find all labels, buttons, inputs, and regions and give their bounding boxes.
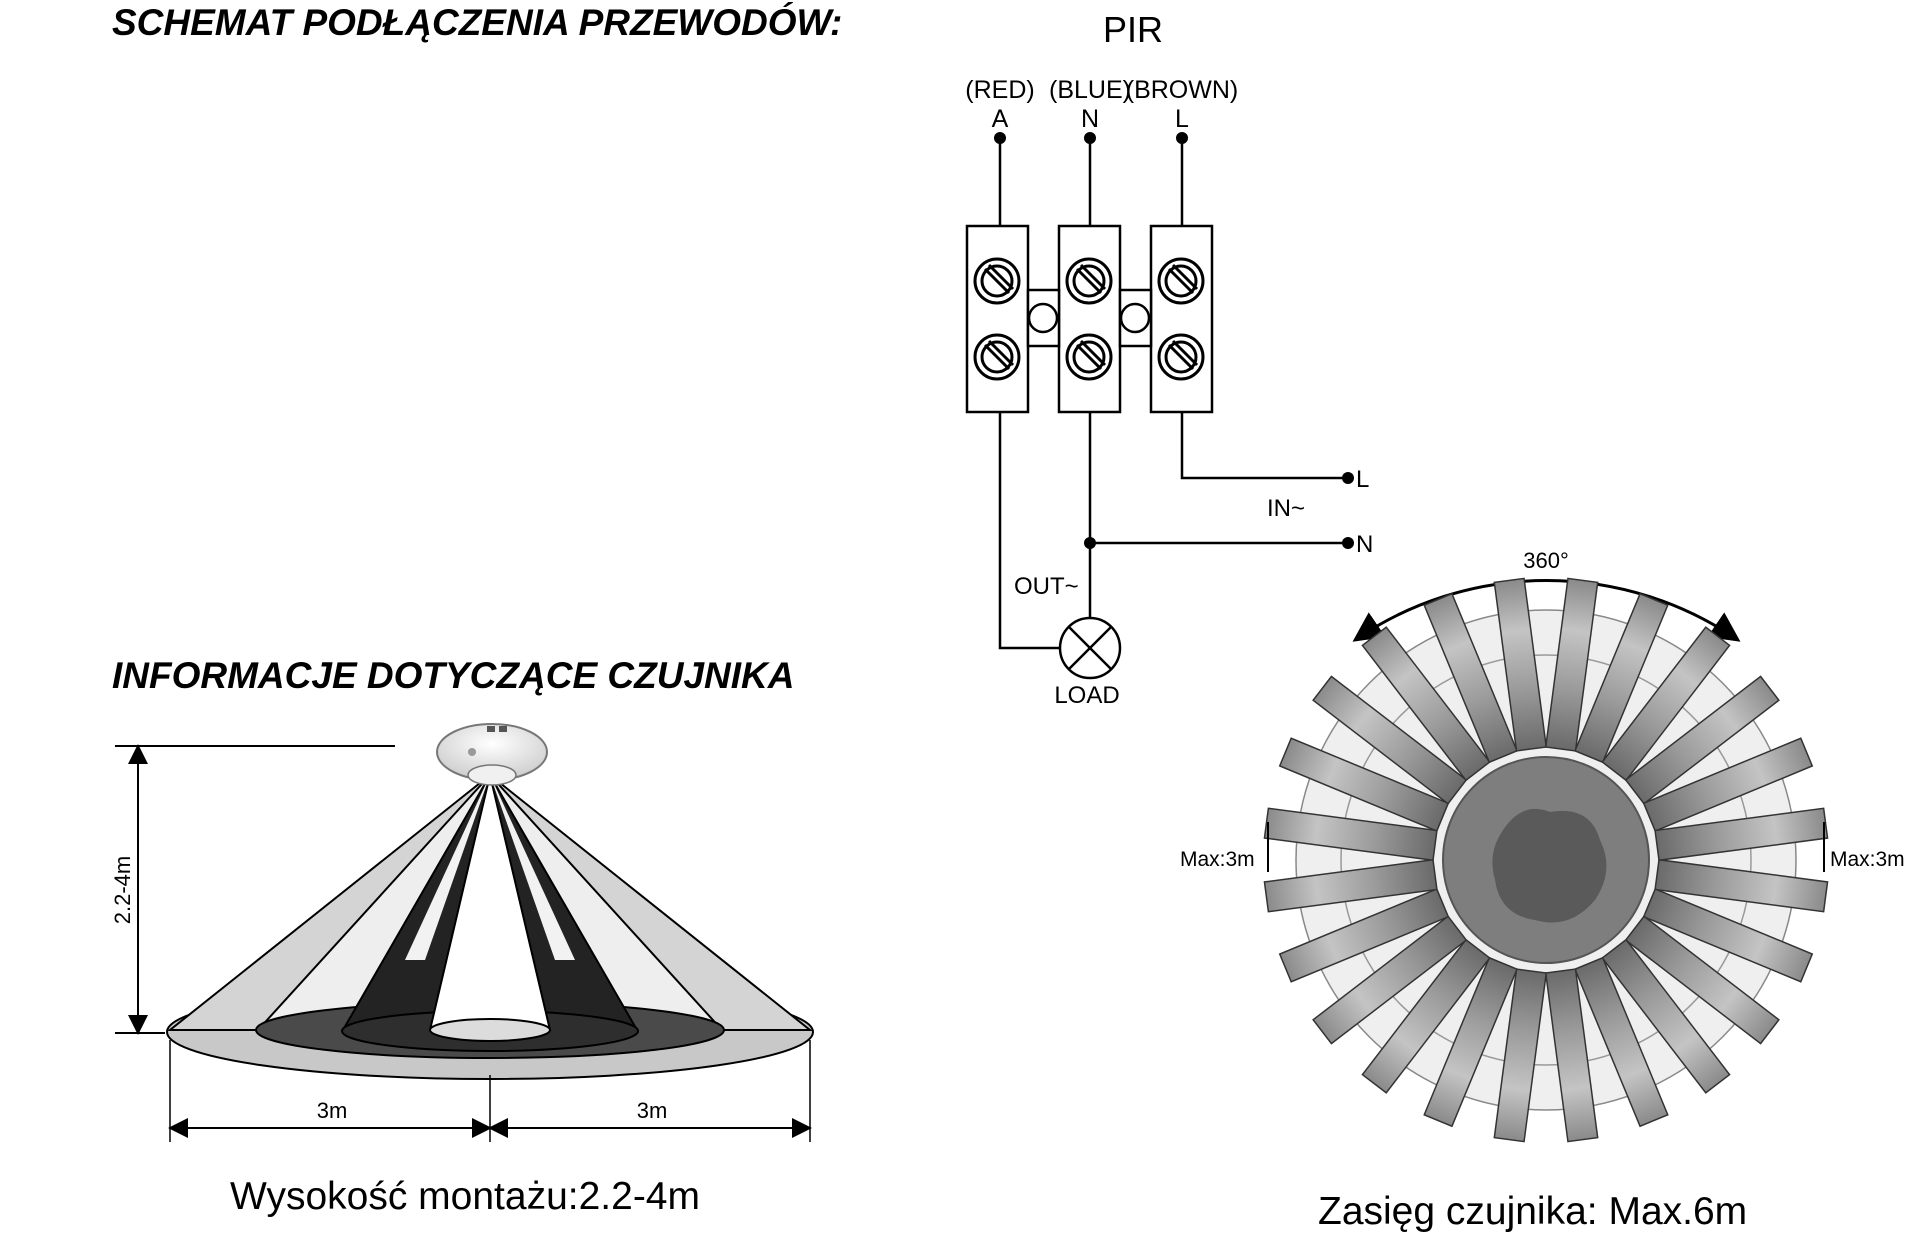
wire-nodes — [994, 132, 1354, 549]
terminal-l-letter: L — [1175, 105, 1189, 133]
right-max-label: Max:3m — [1830, 848, 1905, 871]
sensor-info-heading: INFORMACJE DOTYCZĄCE CZUJNIKA — [112, 655, 795, 696]
line-label: L — [1356, 466, 1369, 493]
detection-ray — [1423, 956, 1518, 1128]
input-label: IN~ — [1267, 495, 1305, 522]
detection-ray — [1312, 915, 1468, 1045]
sensor-range-caption: Zasięg czujnika: Max.6m — [1318, 1190, 1748, 1233]
top-view-diagram: 360° Max:3m Max:3m — [1180, 548, 1905, 1143]
detection-ray — [1624, 915, 1780, 1045]
load-label: LOAD — [1054, 682, 1119, 709]
terminal-screws — [973, 257, 1205, 381]
detection-ray — [1263, 858, 1438, 913]
detection-ray — [1642, 737, 1814, 832]
detection-ray — [1601, 938, 1731, 1094]
detection-ray — [1493, 968, 1548, 1143]
screw-icon — [973, 333, 1021, 381]
detection-ray — [1654, 807, 1829, 862]
detection-ray — [1601, 626, 1731, 782]
terminal-brown-color: (BROWN) — [1126, 76, 1238, 104]
screw-icon — [973, 257, 1021, 305]
detection-ray — [1263, 807, 1438, 862]
mounting-height-caption: Wysokość montażu:2.2-4m — [230, 1175, 700, 1218]
detection-rays — [1263, 577, 1829, 1143]
wires — [998, 138, 1348, 650]
detection-ray — [1278, 888, 1450, 983]
detection-ray — [1361, 626, 1491, 782]
detection-ray — [1544, 577, 1599, 752]
terminal-labels: (RED) (BLUE) (BROWN) A N L — [965, 76, 1238, 133]
screw-icon — [1065, 257, 1113, 305]
left-radius-label: 3m — [317, 1098, 348, 1123]
angle-label: 360° — [1523, 548, 1569, 573]
detection-ray — [1574, 956, 1669, 1128]
terminal-blue-color: (BLUE) — [1049, 76, 1131, 104]
detection-ray — [1544, 968, 1599, 1143]
detection-ray — [1642, 888, 1814, 983]
terminal-n-letter: N — [1081, 105, 1099, 133]
terminal-red-color: (RED) — [965, 76, 1034, 104]
right-radius-label: 3m — [637, 1098, 668, 1123]
neutral-label: N — [1356, 531, 1373, 558]
terminal-block — [965, 224, 1214, 414]
left-max-label: Max:3m — [1180, 848, 1255, 871]
detection-ray — [1312, 675, 1468, 805]
output-label: OUT~ — [1014, 573, 1079, 600]
terminal-a-letter: A — [992, 105, 1009, 133]
wiring-diagram: PIR (RED) (BLUE) (BROWN) A N L — [965, 9, 1373, 709]
detection-ray — [1278, 737, 1450, 832]
screw-icon — [1157, 333, 1205, 381]
detection-ray — [1574, 592, 1669, 764]
pir-sensor-icon — [436, 723, 548, 786]
side-view-diagram: 2.2-4m 3m 3m — [110, 723, 814, 1142]
detection-ray — [1493, 577, 1548, 752]
wiring-heading: SCHEMAT PODŁĄCZENIA PRZEWODÓW: — [112, 2, 843, 43]
detection-ray — [1654, 858, 1829, 913]
detection-ray — [1423, 592, 1518, 764]
detection-ray — [1624, 675, 1780, 805]
height-label: 2.2-4m — [110, 856, 135, 924]
detection-ray — [1361, 938, 1491, 1094]
pir-label: PIR — [1103, 9, 1163, 50]
screw-icon — [1157, 257, 1205, 305]
load-lamp-icon — [1058, 616, 1122, 680]
screw-icon — [1065, 333, 1113, 381]
